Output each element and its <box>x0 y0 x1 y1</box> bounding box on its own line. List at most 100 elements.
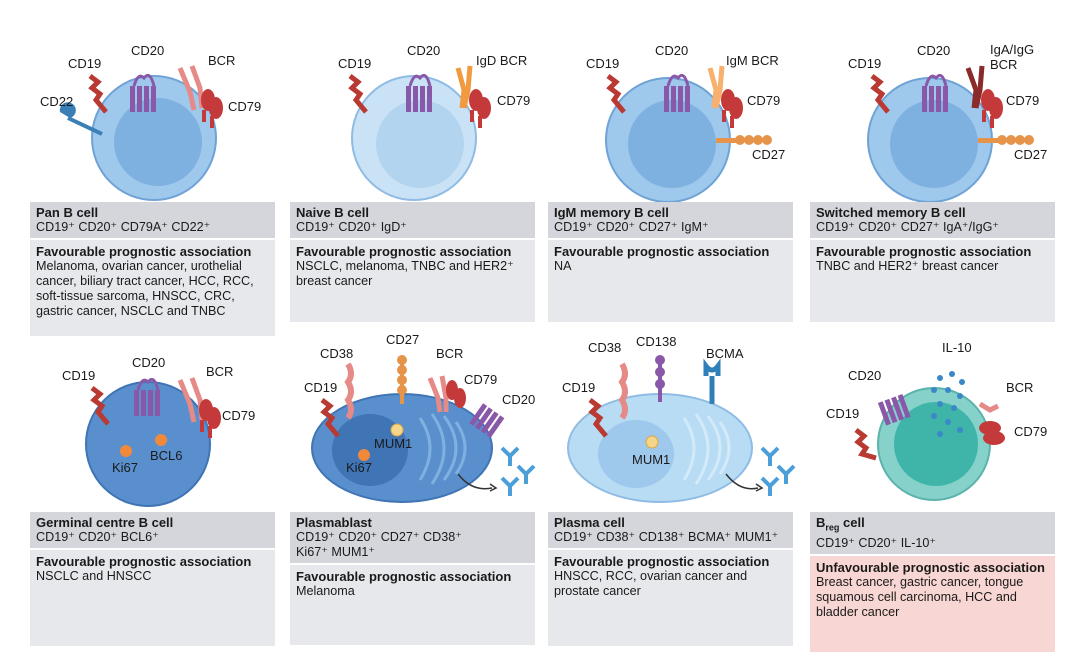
cd79-receptor <box>981 89 1003 128</box>
nucleus <box>114 98 202 186</box>
label-cd19: CD19 <box>68 56 101 71</box>
card-pan-b-cell: Pan B cell CD19⁺ CD20⁺ CD79A⁺ CD22⁺ Favo… <box>30 202 275 336</box>
association-list: NA <box>554 259 572 273</box>
association-title: Favourable prognostic association <box>554 554 770 569</box>
breg-subscript: reg <box>825 522 840 533</box>
bcr-receptor <box>978 401 1000 413</box>
iga-igg-bcr-receptor <box>965 65 985 109</box>
cd19-receptor <box>854 428 877 461</box>
card-header: Germinal centre B cell CD19⁺ CD20⁺ BCL6⁺ <box>30 512 275 548</box>
cd79-receptor <box>201 89 223 128</box>
label-cd20: CD20 <box>132 355 165 370</box>
cd79-receptor <box>721 89 743 128</box>
card-header: Naive B cell CD19⁺ CD20⁺ IgD⁺ <box>290 202 535 238</box>
cd79-receptor <box>979 421 1005 445</box>
label-cd79: CD79 <box>497 93 530 108</box>
cd19-receptor <box>870 74 890 114</box>
panel-switched-memory-b-cell-illustration: CD19 CD20 IgA/IgG BCR CD79 CD27 <box>848 42 1047 203</box>
cd20-receptor <box>406 73 432 112</box>
cd138-receptor <box>655 355 665 402</box>
label-iga-igg: IgA/IgG <box>990 42 1034 57</box>
cell-type-name: IgM memory B cell <box>554 205 669 220</box>
association-box: Favourable prognostic association NSCLC … <box>30 550 275 646</box>
label-cd79: CD79 <box>222 408 255 423</box>
label-cd20: CD20 <box>655 43 688 58</box>
cell-type-name: Breg cell <box>816 515 1049 536</box>
label-cd79: CD79 <box>228 99 261 114</box>
bcr-receptor <box>427 375 449 413</box>
label-bcr: BCR <box>1006 380 1033 395</box>
marker-profile: CD19⁺ CD38⁺ CD138⁺ BCMA⁺ MUM1⁺ <box>554 530 779 544</box>
label-cd27: CD27 <box>752 147 785 162</box>
breg-cell-word: cell <box>839 515 865 530</box>
nucleus <box>332 414 408 486</box>
label-cd20: CD20 <box>848 368 881 383</box>
label-cd19: CD19 <box>826 406 859 421</box>
label-cd22: CD22 <box>40 94 73 109</box>
mum1-marker <box>645 435 659 449</box>
association-box: Favourable prognostic association HNSCC,… <box>548 550 793 646</box>
label-cd79: CD79 <box>1006 93 1039 108</box>
association-list: HNSCC, RCC, ovarian cancer and prostate … <box>554 569 748 598</box>
cell-type-name: Plasmablast <box>296 515 372 530</box>
association-title: Favourable prognostic association <box>36 244 252 259</box>
panel-breg-cell-illustration: IL-10 CD20 BCR CD19 CD79 <box>826 340 1047 501</box>
marker-profile: CD19⁺ CD20⁺ IL-10⁺ <box>816 535 937 550</box>
cd38-receptor <box>618 362 628 420</box>
cd27-receptor <box>397 355 407 404</box>
cell-type-name: Naive B cell <box>296 205 369 220</box>
card-header: Plasma cell CD19⁺ CD38⁺ CD138⁺ BCMA⁺ MUM… <box>548 512 793 548</box>
panel-igm-memory-b-cell-illustration: CD19 CD20 IgM BCR CD79 CD27 <box>586 43 785 203</box>
label-igd-bcr: IgD BCR <box>476 53 527 68</box>
marker-profile: CD19⁺ CD20⁺ CD79A⁺ CD22⁺ <box>36 220 211 234</box>
panel-plasma-cell-illustration: CD38 CD138 BCMA CD19 MUM1 <box>562 334 796 503</box>
association-box: Favourable prognostic association TNBC a… <box>810 240 1055 322</box>
label-cd27: CD27 <box>386 332 419 347</box>
card-naive-b-cell: Naive B cell CD19⁺ CD20⁺ IgD⁺ Favourable… <box>290 202 535 322</box>
secretion-arrow <box>457 473 493 490</box>
label-cd19: CD19 <box>62 368 95 383</box>
label-bcl6: BCL6 <box>150 448 183 463</box>
cd79-receptor <box>446 380 466 408</box>
association-title: Favourable prognostic association <box>816 244 1032 259</box>
endoplasmic-reticulum <box>418 413 467 485</box>
nucleus <box>376 100 464 188</box>
cd20-receptor <box>469 403 505 438</box>
association-list: TNBC and HER2⁺ breast cancer <box>816 259 999 273</box>
bcma-receptor <box>703 358 721 404</box>
association-box: Favourable prognostic association Melano… <box>290 565 535 645</box>
label-cd20: CD20 <box>917 43 950 58</box>
label-cd19: CD19 <box>562 380 595 395</box>
panel-plasmablast-illustration: CD38 CD27 BCR CD19 CD79 CD20 MUM1 Ki67 <box>304 332 536 503</box>
label-cd19: CD19 <box>586 56 619 71</box>
marker-profile: CD19⁺ CD20⁺ BCL6⁺ <box>36 530 159 544</box>
association-box: Favourable prognostic association NSCLC,… <box>290 240 535 322</box>
cd27-receptor <box>716 135 772 145</box>
card-header: Plasmablast CD19⁺ CD20⁺ CD27⁺ CD38⁺ Ki67… <box>290 512 535 563</box>
card-plasmablast: Plasmablast CD19⁺ CD20⁺ CD27⁺ CD38⁺ Ki67… <box>290 512 535 645</box>
cd19-receptor <box>90 386 110 426</box>
card-header: Breg cell CD19⁺ CD20⁺ IL-10⁺ <box>810 512 1055 554</box>
marker-profile: CD19⁺ CD20⁺ CD27⁺ IgA⁺/IgG⁺ <box>816 220 1000 234</box>
label-bcr: BCR <box>990 57 1017 72</box>
label-igm-bcr: IgM BCR <box>726 53 779 68</box>
panel-naive-b-cell-illustration: CD19 CD20 IgD BCR CD79 <box>338 43 530 201</box>
marker-profile: CD19⁺ CD20⁺ CD27⁺ CD38⁺ Ki67⁺ MUM1⁺ <box>296 530 462 559</box>
label-mum1: MUM1 <box>374 436 412 451</box>
cd19-receptor <box>606 74 626 114</box>
card-header: Switched memory B cell CD19⁺ CD20⁺ CD27⁺… <box>810 202 1055 238</box>
card-switched-memory-b-cell: Switched memory B cell CD19⁺ CD20⁺ CD27⁺… <box>810 202 1055 322</box>
cell-type-name: Germinal centre B cell <box>36 515 174 530</box>
card-header: IgM memory B cell CD19⁺ CD20⁺ CD27⁺ IgM⁺ <box>548 202 793 238</box>
cd19-receptor <box>88 74 108 114</box>
label-cd138: CD138 <box>636 334 676 349</box>
cd79-receptor <box>469 89 491 128</box>
secretion-arrow <box>725 473 759 490</box>
label-ki67: Ki67 <box>112 460 138 475</box>
label-cd27: CD27 <box>1014 147 1047 162</box>
association-box: Favourable prognostic association NA <box>548 240 793 322</box>
association-list: Melanoma <box>296 584 355 598</box>
association-box: Unfavourable prognostic association Brea… <box>810 555 1055 652</box>
endoplasmic-reticulum <box>682 413 731 485</box>
